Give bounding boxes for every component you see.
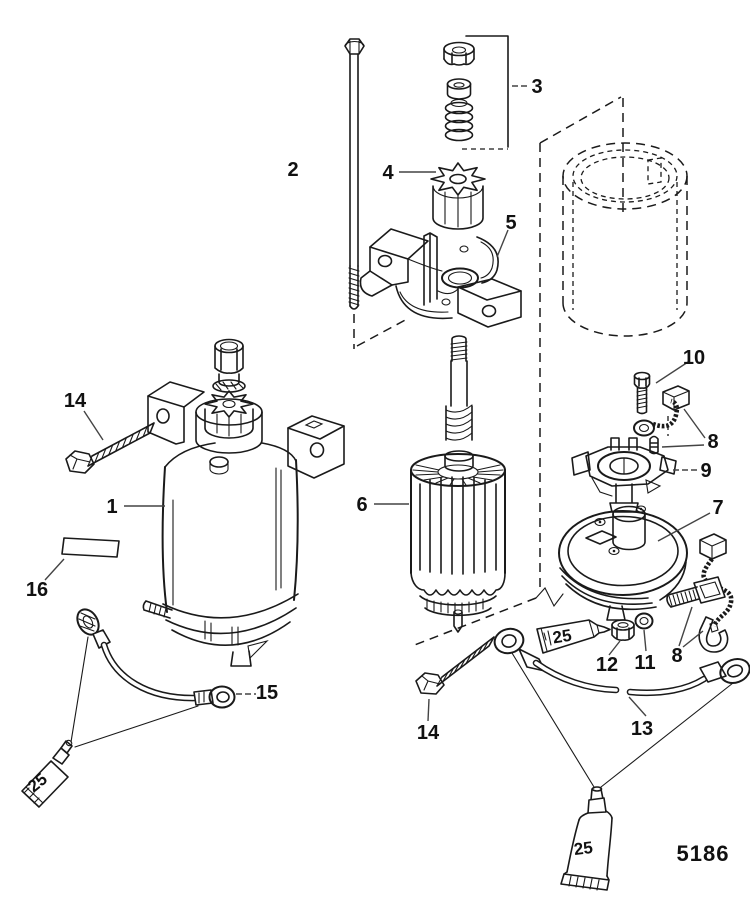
brush-screw [633,361,689,415]
callout-labels: 1 2 3 4 5 6 7 8 8 9 10 11 12 13 14 14 15… [24,76,730,866]
end-cap [558,505,711,621]
projection-lines [353,96,624,647]
callout-8-lower: 8 [671,645,682,667]
callout-7: 7 [712,497,723,519]
nut-spacer-spring-stack [443,35,529,150]
callout-3: 3 [531,76,542,98]
through-bolt-long [344,38,365,310]
sealant-tube-left [21,636,199,808]
callout-2: 2 [287,159,298,181]
brush-holder [571,437,697,513]
callout-25-middle-tube: 25 [551,626,573,648]
pinion-gear [399,162,486,230]
callout-14-left: 14 [64,390,87,412]
terminal-nut [608,619,635,656]
callout-6: 6 [356,494,367,516]
brush-set-lower-terminal [666,533,734,653]
callout-5: 5 [505,212,516,234]
callout-13: 13 [631,718,653,740]
callout-8-upper: 8 [707,431,718,453]
drawing-number: 5186 [677,841,730,866]
callout-12: 12 [596,654,618,676]
terminal-washer [634,612,654,652]
callout-14-bottom: 14 [417,722,440,744]
armature [374,335,506,633]
callout-4: 4 [382,162,394,184]
mounting-bolt-left [65,410,155,474]
battery-cable [493,627,750,717]
callout-25-bottom-tube: 25 [573,838,594,859]
callout-15: 15 [256,682,278,704]
starter-motor-assembly [124,338,345,667]
drive-end-housing [359,228,522,328]
callout-16: 16 [26,579,48,601]
mounting-bolt-bottom [415,636,495,722]
starter-frame-reference-cylinder [562,142,688,337]
callout-1: 1 [106,496,117,518]
decal [44,537,120,581]
brush-set-upper [633,385,706,455]
ground-cable [76,608,256,709]
callout-10: 10 [683,347,705,369]
sealant-tube-middle [536,619,611,654]
callout-11: 11 [634,652,655,674]
sealant-tube-bottom [511,652,734,891]
callout-9: 9 [700,460,711,482]
